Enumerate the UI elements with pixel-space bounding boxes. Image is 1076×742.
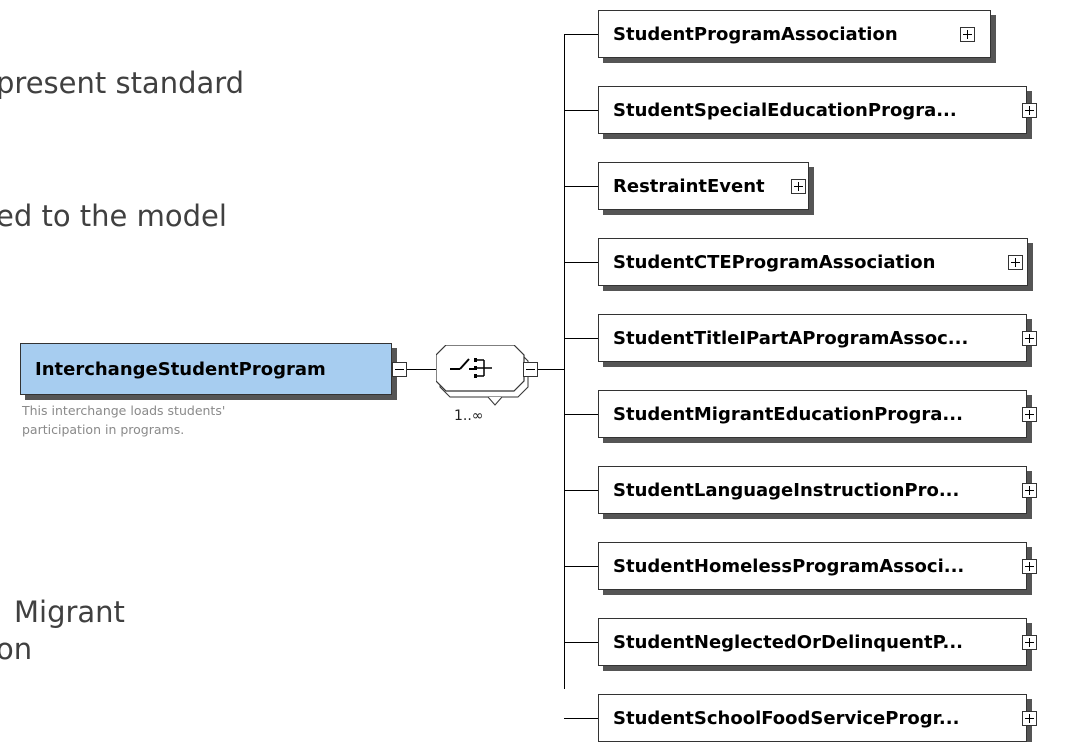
expand-plus-icon[interactable] — [791, 179, 806, 194]
occurrence-label: 1..∞ — [454, 408, 484, 424]
expand-plus-icon[interactable] — [1022, 483, 1037, 498]
child-element-label: RestraintEvent — [613, 175, 765, 197]
child-element-label: StudentSpecialEducationProgra... — [613, 99, 957, 121]
expand-plus-icon[interactable] — [1022, 331, 1037, 346]
root-element-label: InterchangeStudentProgram — [35, 358, 326, 380]
annotation-line-1: This interchange loads students' — [22, 403, 226, 418]
child-element-node[interactable]: StudentNeglectedOrDelinquentP... — [598, 618, 1027, 666]
child-element-node[interactable]: StudentSpecialEducationProgra... — [598, 86, 1027, 134]
child-element-node[interactable]: StudentSchoolFoodServiceProgr... — [598, 694, 1027, 742]
child-connector-line — [564, 490, 598, 491]
child-element-label: StudentMigrantEducationProgra... — [613, 403, 963, 425]
child-element-label: StudentCTEProgramAssociation — [613, 251, 936, 273]
root-collapse-icon[interactable] — [392, 362, 407, 377]
expand-plus-icon[interactable] — [1022, 407, 1037, 422]
expand-plus-icon[interactable] — [1022, 559, 1037, 574]
child-element-node[interactable]: StudentHomelessProgramAssoci... — [598, 542, 1027, 590]
expand-plus-icon[interactable] — [1022, 711, 1037, 726]
expand-plus-icon[interactable] — [1022, 103, 1037, 118]
child-element-node[interactable]: StudentTitleIPartAProgramAssoc... — [598, 314, 1027, 362]
expand-plus-icon[interactable] — [960, 27, 975, 42]
choice-compositor-icon[interactable] — [436, 345, 536, 407]
child-connector-line — [564, 566, 598, 567]
child-connector-line — [564, 642, 598, 643]
child-connector-line — [564, 186, 598, 187]
compositor-connector-line — [538, 369, 564, 370]
child-connector-line — [564, 110, 598, 111]
child-element-label: StudentNeglectedOrDelinquentP... — [613, 631, 964, 653]
root-connector-line — [407, 369, 439, 370]
child-element-label: StudentSchoolFoodServiceProgr... — [613, 707, 960, 729]
child-element-label: StudentTitleIPartAProgramAssoc... — [613, 327, 969, 349]
child-element-label: StudentProgramAssociation — [613, 23, 898, 45]
child-connector-line — [564, 414, 598, 415]
annotation-line-2: participation in programs. — [22, 422, 185, 437]
expand-plus-icon[interactable] — [1008, 255, 1023, 270]
background-text-line-2: ed to the model — [0, 199, 227, 233]
child-connector-line — [564, 718, 598, 719]
background-text-line-1: present standard — [0, 66, 245, 100]
background-text-line-3: Migrant — [14, 595, 125, 629]
child-element-node[interactable]: RestraintEvent — [598, 162, 809, 210]
child-element-label: StudentHomelessProgramAssoci... — [613, 555, 965, 577]
expand-plus-icon[interactable] — [1022, 635, 1037, 650]
child-element-node[interactable]: StudentMigrantEducationProgra... — [598, 390, 1027, 438]
root-element-node[interactable]: InterchangeStudentProgram — [20, 343, 392, 395]
background-text-line-4: on — [0, 632, 33, 666]
child-element-label: StudentLanguageInstructionPro... — [613, 479, 960, 501]
child-element-node[interactable]: StudentLanguageInstructionPro... — [598, 466, 1027, 514]
child-element-node[interactable]: StudentProgramAssociation — [598, 10, 991, 58]
root-annotation: This interchange loads students' partici… — [22, 401, 225, 439]
children-trunk-line — [564, 35, 565, 689]
child-connector-line — [564, 262, 598, 263]
child-element-node[interactable]: StudentCTEProgramAssociation — [598, 238, 1028, 286]
compositor-collapse-icon[interactable] — [523, 362, 538, 377]
child-connector-line — [564, 34, 598, 35]
child-connector-line — [564, 338, 598, 339]
